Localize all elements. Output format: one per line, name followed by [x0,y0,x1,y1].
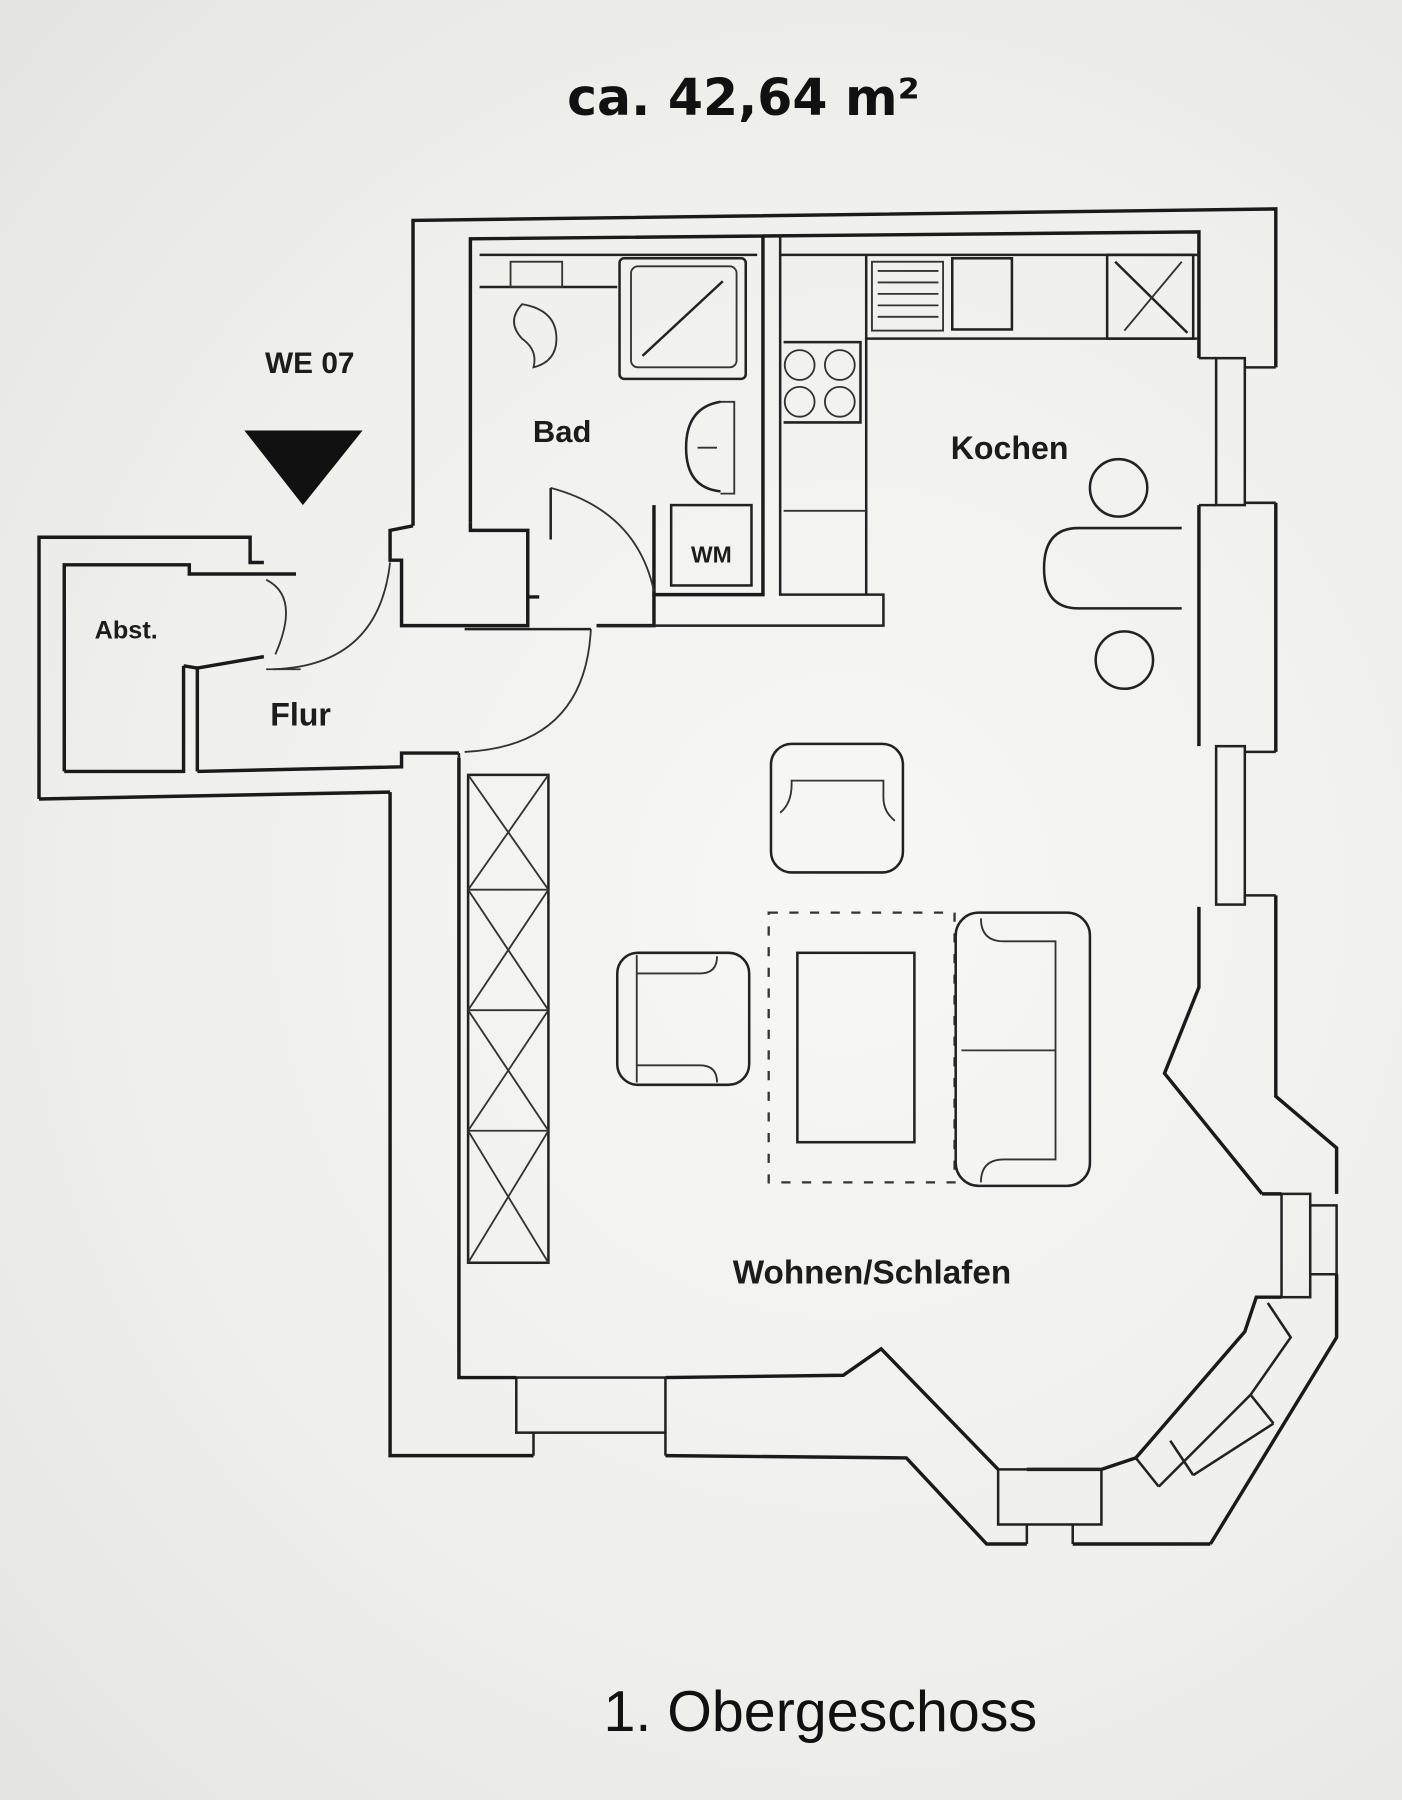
armchair-icon [769,742,905,874]
living-room [466,742,1092,1265]
washing-machine-label: WM [691,541,732,567]
entrance-arrow-icon [244,430,363,506]
sink-icon [509,260,564,288]
dining-table-icon [1042,526,1182,610]
exhaust-box [1105,253,1195,340]
armchair-icon [615,951,751,1087]
kitchen-cabinet [950,257,1014,331]
coffee-table-icon [796,951,916,1144]
room-label-wohnen-schlafen: Wohnen/Schlafen [733,1254,1011,1291]
shower-icon [618,257,748,381]
room-label-abst: Abst. [95,616,158,644]
floor-title: 1. Obergeschoss [604,1680,1038,1744]
stool-icon [1088,457,1149,518]
wardrobe-icon [466,773,550,1265]
room-label-bad: Bad [533,414,591,449]
washing-machine-icon [669,503,753,587]
unit-label: WE 07 [265,347,354,380]
exterior-walls [388,207,1339,1546]
toilet-icon [513,303,558,369]
basin-icon [684,400,721,493]
stool-icon [1094,630,1155,691]
sofa-icon [954,911,1092,1188]
bathroom: WM [479,235,885,628]
room-label-kochen: Kochen [951,430,1069,466]
area-title: ca. 42,64 m² [567,68,920,127]
fridge-grille-icon [871,260,944,332]
storage-and-hall-walls [37,522,592,801]
kitchen [780,253,1199,691]
room-label-flur: Flur [270,697,331,733]
